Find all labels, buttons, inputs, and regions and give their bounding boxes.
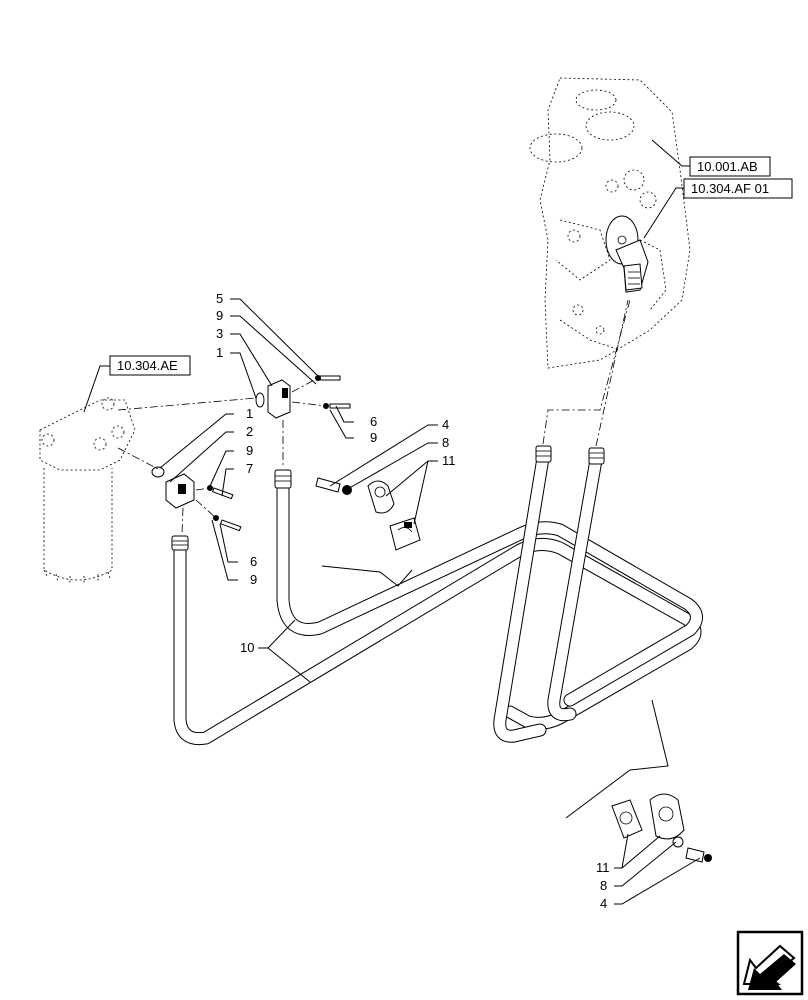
callout-9: 9	[216, 308, 223, 323]
callout-4: 4	[442, 417, 449, 432]
callout-5: 5	[216, 291, 223, 306]
callout-numbers: 5 9 3 1 6 9 1 2 9 7 6 9 10 4 8 11 11 8 4	[216, 291, 610, 911]
callout-9: 9	[250, 572, 257, 587]
callout-10: 10	[240, 640, 254, 655]
callout-8: 8	[442, 435, 449, 450]
clamp-set-bottom	[611, 793, 712, 863]
upper-adapter-block	[255, 375, 351, 419]
clamp-set-top	[315, 477, 421, 551]
callout-3: 3	[216, 326, 223, 341]
callout-1: 1	[246, 406, 253, 421]
callout-8: 8	[600, 878, 607, 893]
fuel-filter-phantom	[39, 397, 136, 584]
lower-adapter-block	[151, 466, 242, 532]
callout-2: 2	[246, 424, 253, 439]
hose-fitting-b	[274, 469, 292, 489]
leader-lines	[83, 139, 701, 905]
engine-block-phantom	[529, 77, 691, 369]
callout-6: 6	[250, 554, 257, 569]
callout-4: 4	[600, 896, 607, 911]
callout-1: 1	[216, 345, 223, 360]
next-page-arrow-icon[interactable]	[736, 930, 804, 996]
reference-label: 10.001.AB	[697, 159, 758, 174]
hose-fitting-c	[535, 445, 552, 463]
callout-11: 11	[596, 860, 610, 875]
callout-9: 9	[246, 443, 253, 458]
callout-9: 9	[370, 430, 377, 445]
callout-6: 6	[370, 414, 377, 429]
reference-box-fuel-filter[interactable]: 10.304.AE	[109, 355, 191, 376]
hose-fitting-d	[588, 447, 605, 465]
reference-box-engine-block[interactable]: 10.001.AB	[689, 156, 771, 177]
hose-fitting-a	[171, 535, 189, 551]
reference-box-engine-fitting[interactable]: 10.304.AF 01	[683, 178, 793, 199]
reference-label: 10.304.AE	[117, 358, 178, 373]
callout-11: 11	[442, 453, 456, 468]
reference-label: 10.304.AF 01	[691, 181, 769, 196]
callout-7: 7	[246, 461, 253, 476]
fuel-hose-assembly	[171, 445, 703, 746]
alignment-lines	[117, 299, 631, 535]
engine-elbow-fitting	[605, 215, 649, 293]
